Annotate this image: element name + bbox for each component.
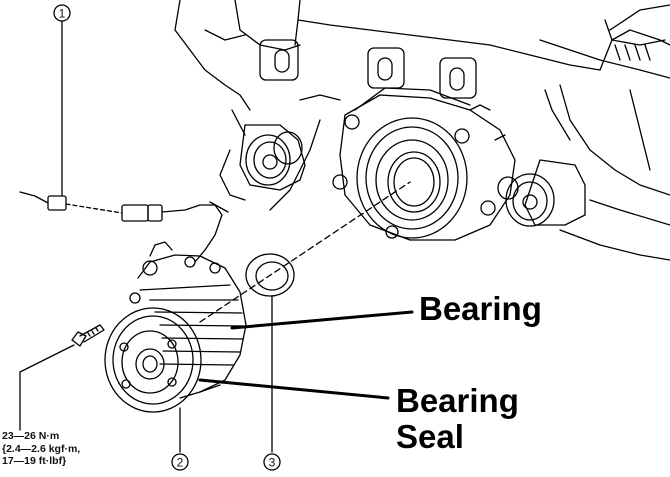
callout-1-number: 1	[59, 7, 66, 21]
bearing-label-text: Bearing	[419, 290, 542, 327]
torque-leader-line	[19, 344, 75, 431]
pump-mount-housing	[332, 87, 516, 241]
harness-connector-left	[19, 191, 67, 211]
left-idler-pulley	[239, 124, 306, 191]
connector-dash-line	[65, 203, 123, 214]
callout-1: 1	[53, 4, 71, 196]
bearing-pointer-line	[230, 310, 414, 330]
engine-block	[174, 0, 670, 261]
bearing-seal-label-line-1: Bearing	[396, 382, 519, 419]
callout-2-number: 2	[177, 456, 184, 470]
water-pump	[104, 241, 247, 413]
torque-spec: 23—26 N·m {2.4—2.6 kgf·m, 17—19 ft·lbf}	[2, 430, 80, 468]
torque-spec-line-3: 17—19 ft·lbf}	[2, 455, 67, 467]
right-idler-pulley	[497, 159, 586, 227]
bearing-seal-pointer-line	[198, 378, 390, 400]
callout-2: 2	[171, 407, 189, 471]
gasket-ring	[245, 253, 295, 297]
torque-spec-line-2: {2.4—2.6 kgf·m,	[2, 442, 81, 455]
mounting-bolt	[71, 324, 105, 347]
callout-3: 3	[263, 295, 281, 471]
torque-spec-line-1: 23—26 N·m	[2, 430, 60, 442]
harness-connector-right	[121, 201, 229, 263]
bearing-seal-label-line-2: Seal	[396, 418, 464, 455]
bearing-label: Bearing	[419, 291, 542, 327]
callout-3-number: 3	[269, 456, 276, 470]
center-axis-line	[199, 181, 411, 323]
bearing-seal-label: Bearing Seal	[396, 383, 519, 455]
